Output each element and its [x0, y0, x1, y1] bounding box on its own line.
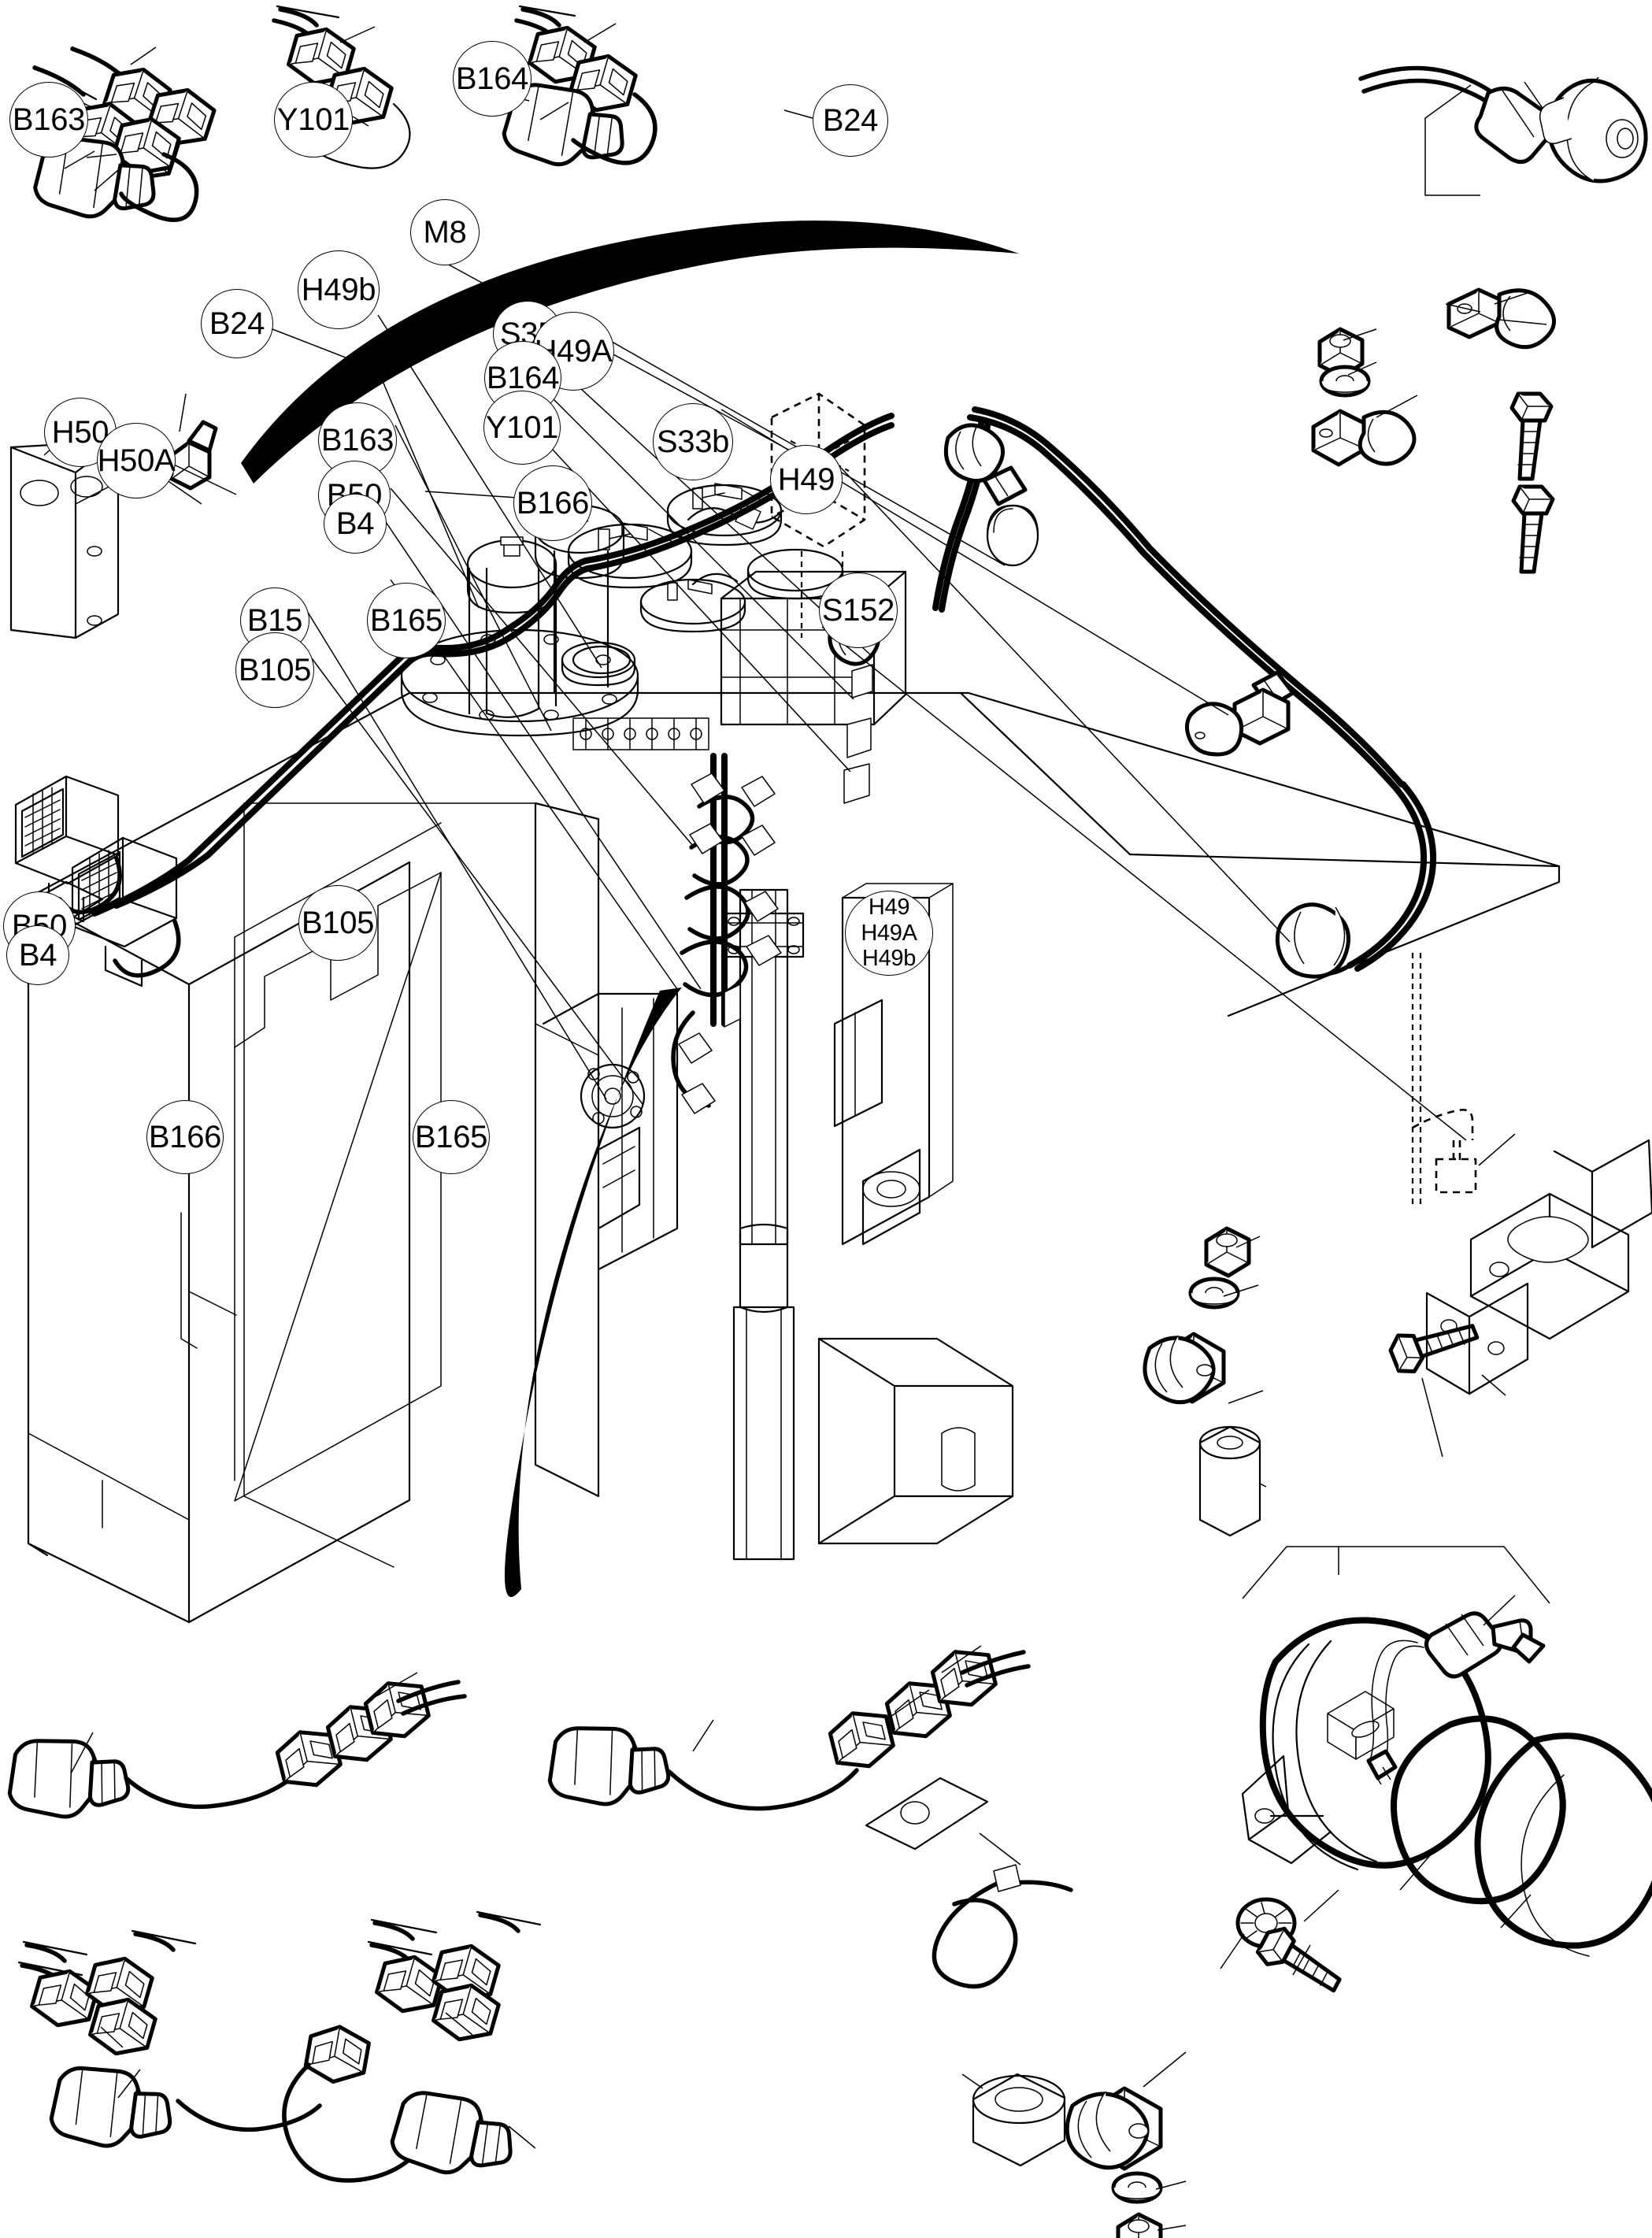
detail-b50-b4	[8, 1672, 467, 1823]
callout-b105[interactable]: B105	[235, 632, 314, 708]
detail-b164	[500, 5, 657, 179]
callout-leader-lines	[81, 94, 1550, 1604]
callout-b166[interactable]: B166	[146, 1100, 224, 1174]
switch-s152-phantom	[1411, 953, 1516, 1205]
callout-s152[interactable]: S152	[819, 572, 898, 648]
callout-b164[interactable]: B164	[453, 41, 532, 117]
lamp-h49a-mount	[986, 504, 1039, 567]
clamp-tr2	[1311, 409, 1417, 467]
channel-bracket-bottom	[817, 1337, 1014, 1545]
callout-m8[interactable]: M8	[410, 199, 480, 265]
lamp-assembly-detail	[1220, 1595, 1652, 1998]
callout-h49[interactable]: H49	[770, 445, 843, 514]
machine-body	[27, 392, 1561, 1624]
hardware-group-bottom-right	[961, 2051, 1187, 2238]
callout-b24[interactable]: B24	[813, 84, 888, 157]
callout-b166[interactable]: B166	[513, 465, 592, 541]
callout-b163[interactable]: B163	[9, 82, 88, 157]
callout-b4[interactable]: B4	[324, 494, 387, 554]
harness-routing-arrow-top	[241, 220, 1019, 484]
callout-b4[interactable]: B4	[6, 925, 69, 985]
bolt-tr2	[1513, 487, 1553, 572]
callout-y101[interactable]: Y101	[274, 82, 353, 157]
callout-h50a[interactable]: H50A	[97, 423, 176, 498]
lamp-h49-right	[1275, 902, 1350, 979]
callout-b165[interactable]: B165	[367, 583, 446, 658]
callout-b24[interactable]: B24	[201, 289, 273, 358]
washer-tr	[1321, 367, 1369, 395]
detail-y101	[272, 5, 411, 169]
bolt-tr1	[1512, 394, 1551, 479]
callout-b165[interactable]: B165	[413, 1100, 490, 1174]
detail-b166	[17, 1929, 322, 2156]
hardware-group-mid-right	[1143, 1139, 1652, 1537]
bolt-left-hex	[169, 420, 218, 491]
column-connectors	[843, 664, 873, 804]
callout-y101[interactable]: Y101	[483, 391, 561, 465]
detail-b165	[282, 1910, 542, 2187]
callout-h49-h49a-h49b[interactable]: H49 H49A H49b	[845, 891, 933, 976]
detail-b105	[548, 1644, 1073, 1989]
callout-s33b[interactable]: S33b	[653, 403, 733, 480]
main-wiring-harness	[91, 406, 1516, 1205]
detail-b24-top	[1311, 65, 1648, 572]
sensor-s33b	[1184, 687, 1291, 757]
callout-h49b[interactable]: H49b	[298, 250, 380, 329]
cable-clamp-tr	[1446, 287, 1556, 350]
column-connector-cluster	[671, 753, 782, 1114]
callout-b105[interactable]: B105	[298, 885, 377, 961]
